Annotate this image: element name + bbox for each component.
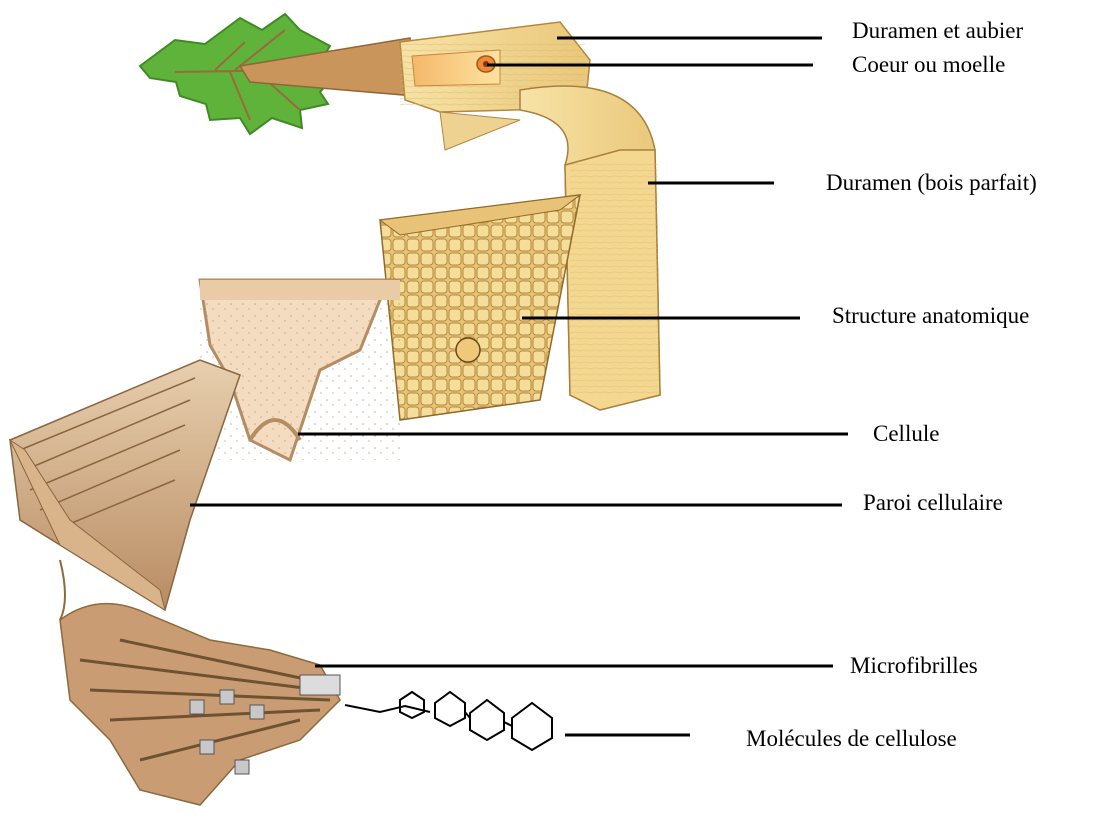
label-cellule: Cellule — [873, 422, 939, 445]
label-microfibrilles: Microfibrilles — [850, 654, 978, 677]
label-paroi-cellulaire: Paroi cellulaire — [863, 491, 1003, 514]
cell-wall-layers — [10, 360, 240, 610]
anatomy-block — [380, 195, 580, 420]
microfibril-network — [60, 560, 340, 805]
branch-with-leaf — [140, 14, 415, 134]
label-duramen-aubier: Duramen et aubier — [852, 19, 1023, 42]
cellulose-chain — [345, 692, 552, 750]
label-structure-anatomique: Structure anatomique — [832, 304, 1029, 327]
label-molecules-cellulose: Molécules de cellulose — [746, 727, 957, 750]
label-duramen-bois-parfait: Duramen (bois parfait) — [826, 171, 1037, 194]
label-coeur-moelle: Coeur ou moelle — [852, 53, 1005, 76]
